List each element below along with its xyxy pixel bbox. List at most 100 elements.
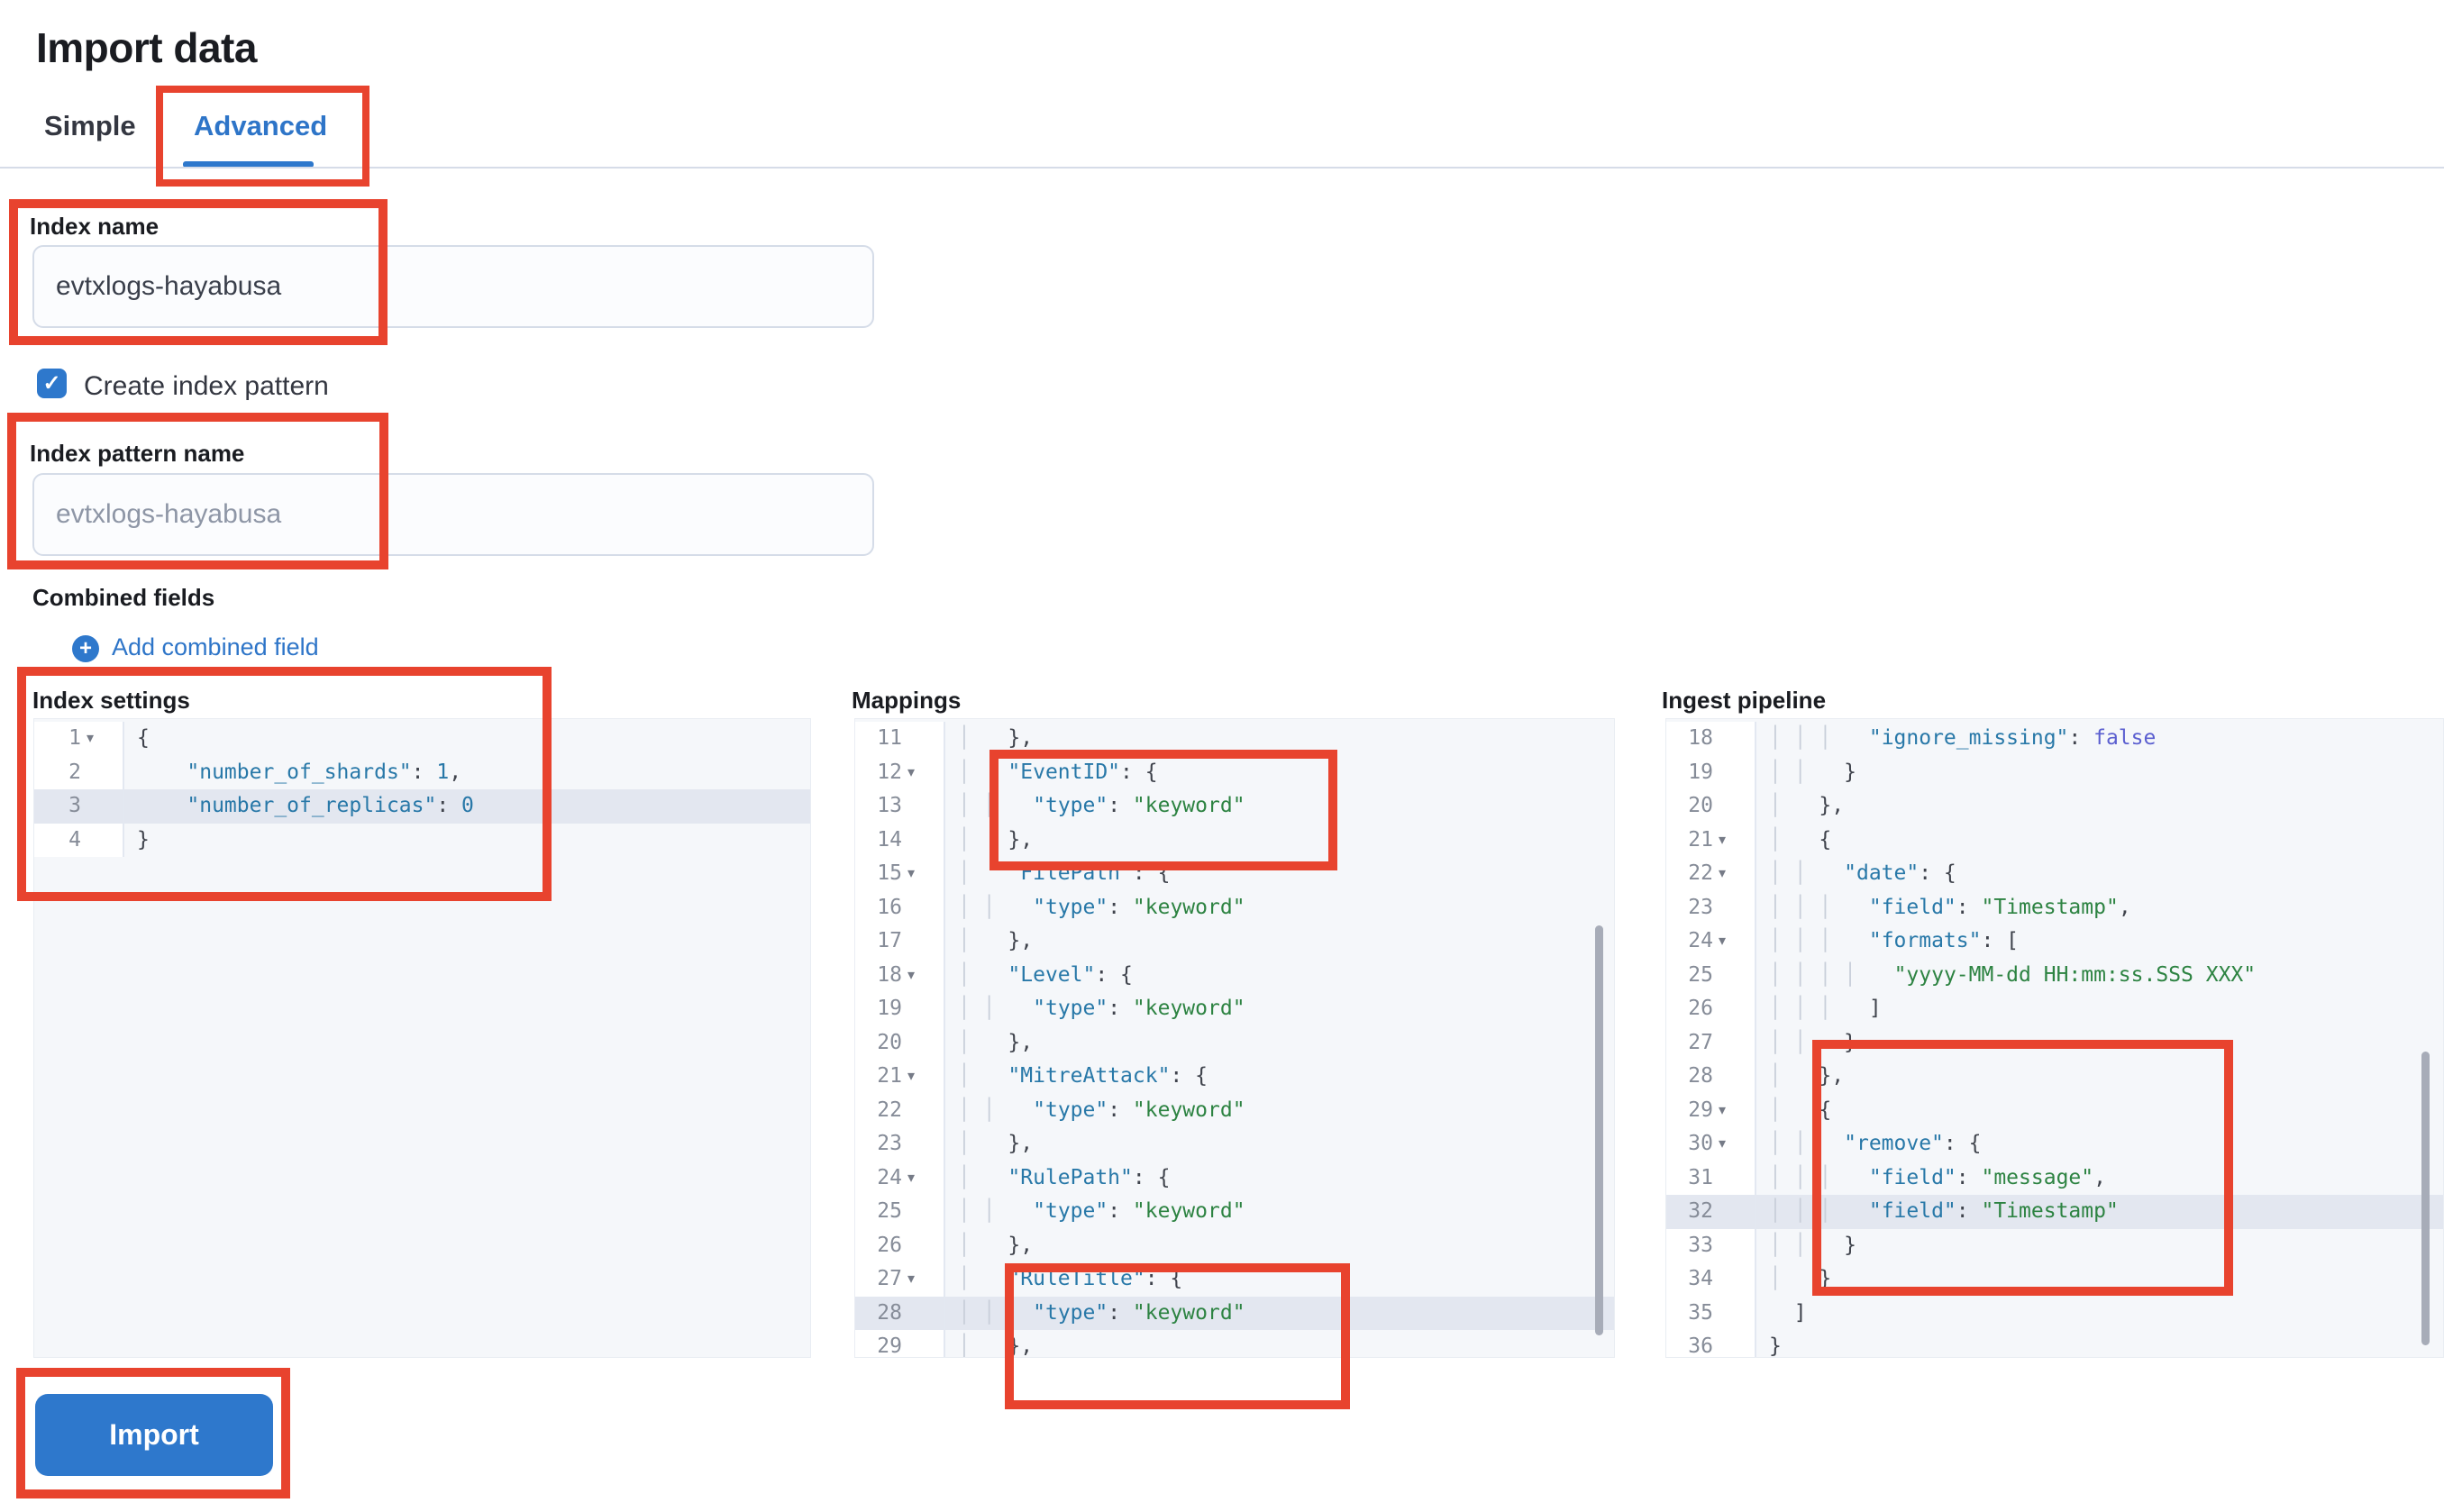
code-line[interactable]: 21 ▾ │ { xyxy=(1666,823,2443,857)
import-button[interactable]: Import xyxy=(35,1394,273,1476)
code-line[interactable]: 25│ │ "type": "keyword" xyxy=(855,1195,1614,1229)
tab-advanced[interactable]: Advanced xyxy=(194,110,328,141)
index-name-input[interactable] xyxy=(32,245,874,328)
fold-chevron-down-icon[interactable]: ▾ xyxy=(1719,866,1727,881)
code-line[interactable]: 11│ }, xyxy=(855,722,1614,756)
tab-simple[interactable]: Simple xyxy=(44,110,136,141)
code-line[interactable]: 17│ }, xyxy=(855,925,1614,959)
index-settings-editor[interactable]: 1▾{2 "number_of_shards": 1,3 "number_of_… xyxy=(33,718,811,1358)
line-number-gutter: 15▾ xyxy=(855,857,945,891)
fold-chevron-down-icon[interactable]: ▾ xyxy=(907,967,916,983)
ingest-pipeline-scrollbar[interactable] xyxy=(2421,1052,2430,1345)
line-number-gutter: 33 xyxy=(1666,1228,1756,1262)
code-text: │ │ } xyxy=(1769,760,1856,784)
code-line[interactable]: 28│ │ "type": "keyword" xyxy=(855,1296,1614,1330)
code-text: │ │ │ │ "yyyy-MM-dd HH:mm:ss.SSS XXX" xyxy=(1769,962,2257,987)
code-text: │ │ "type": "keyword" xyxy=(958,997,1245,1020)
code-line[interactable]: 1▾{ xyxy=(34,722,810,756)
code-line[interactable]: 13│ │ "type": "keyword" xyxy=(855,789,1614,824)
code-line[interactable]: 22│ │ "type": "keyword" xyxy=(855,1093,1614,1127)
fold-chevron-down-icon[interactable]: ▾ xyxy=(907,1069,916,1084)
code-line[interactable]: 28│ }, xyxy=(1666,1060,2443,1094)
line-number-gutter: 29 xyxy=(855,1330,945,1357)
create-index-pattern-checkbox[interactable]: ✓ xyxy=(37,369,67,398)
fold-chevron-down-icon[interactable]: ▾ xyxy=(907,1271,916,1287)
code-line[interactable]: 20│ }, xyxy=(855,1025,1614,1060)
fold-chevron-down-icon[interactable]: ▾ xyxy=(907,866,916,881)
line-number-gutter: 24 ▾ xyxy=(855,1161,945,1195)
line-number: 27 xyxy=(877,1267,902,1290)
code-line[interactable]: 24▾│ │ │ "formats": [ xyxy=(1666,925,2443,959)
code-text: │ "RulePath": { xyxy=(958,1165,1171,1189)
code-text: "number_of_shards": 1, xyxy=(187,760,462,784)
index-pattern-name-input[interactable] xyxy=(32,473,874,556)
code-text: │ │ │ ] xyxy=(1769,997,1882,1020)
line-number-gutter: 25 xyxy=(1666,958,1756,992)
code-line[interactable]: 34│ } xyxy=(1666,1262,2443,1297)
mappings-editor[interactable]: 11│ },12▾│ "EventID": {13│ │ "type": "ke… xyxy=(854,718,1615,1358)
code-line[interactable]: 23│ │ │ "field": "Timestamp", xyxy=(1666,890,2443,925)
code-line[interactable]: 12▾│ "EventID": { xyxy=(855,755,1614,789)
line-number: 21 xyxy=(877,1064,902,1088)
code-line[interactable]: 25 │ │ │ │ "yyyy-MM-dd HH:mm:ss.SSS XXX" xyxy=(1666,958,2443,992)
code-line[interactable]: 2 "number_of_shards": 1, xyxy=(34,755,810,789)
code-text: │ { xyxy=(1769,827,1832,852)
line-number: 24 xyxy=(877,1165,902,1189)
code-line[interactable]: 33│ │ } xyxy=(1666,1228,2443,1262)
code-text: │ }, xyxy=(958,827,1034,852)
code-line[interactable]: 21▾│ "MitreAttack": { xyxy=(855,1060,1614,1094)
code-line[interactable]: 26│ }, xyxy=(855,1228,1614,1262)
fold-chevron-down-icon[interactable]: ▾ xyxy=(907,764,916,780)
plus-circle-icon[interactable]: + xyxy=(72,635,99,662)
code-line[interactable]: 15▾│ "FilePath": { xyxy=(855,857,1614,891)
line-number: 2 xyxy=(68,760,81,784)
code-text: │ │ │ "field": "Timestamp", xyxy=(1769,895,2131,919)
code-line[interactable]: 18▾│ "Level": { xyxy=(855,958,1614,992)
code-line[interactable]: 35 ] xyxy=(1666,1296,2443,1330)
code-line[interactable]: 16│ │ "type": "keyword" xyxy=(855,890,1614,925)
combined-fields-heading: Combined fields xyxy=(32,584,215,611)
code-line[interactable]: 29│ }, xyxy=(855,1330,1614,1357)
fold-chevron-down-icon[interactable]: ▾ xyxy=(1719,832,1727,848)
line-number: 22 xyxy=(877,1098,902,1122)
code-line[interactable]: 18│ │ │ "ignore_missing": false xyxy=(1666,722,2443,756)
code-line[interactable]: 19│ │ "type": "keyword" xyxy=(855,992,1614,1026)
code-line[interactable]: 19 │ │ } xyxy=(1666,755,2443,789)
code-line[interactable]: 22▾│ │ "date": { xyxy=(1666,857,2443,891)
code-line[interactable]: 24 ▾ │ "RulePath": { xyxy=(855,1161,1614,1195)
code-line[interactable]: 3 "number_of_replicas": 0 xyxy=(34,789,810,824)
fold-chevron-down-icon[interactable]: ▾ xyxy=(87,731,95,746)
code-line[interactable]: 27│ │ } xyxy=(1666,1025,2443,1060)
line-number-gutter: 29▾ xyxy=(1666,1093,1756,1127)
code-text: │ }, xyxy=(958,726,1034,750)
mappings-scrollbar[interactable] xyxy=(1595,925,1603,1335)
line-number: 14 xyxy=(877,827,902,852)
add-combined-field-link[interactable]: Add combined field xyxy=(112,633,319,660)
code-line[interactable]: 26│ │ │ ] xyxy=(1666,992,2443,1026)
fold-chevron-down-icon[interactable]: ▾ xyxy=(907,1170,916,1186)
line-number: 25 xyxy=(1688,962,1713,987)
code-line[interactable]: 31│ │ │ "field": "message", xyxy=(1666,1161,2443,1195)
code-line[interactable]: 36} xyxy=(1666,1330,2443,1357)
line-number: 21 xyxy=(1688,827,1713,852)
fold-chevron-down-icon[interactable]: ▾ xyxy=(1719,1136,1727,1152)
line-number-gutter: 20 xyxy=(1666,789,1756,824)
code-line[interactable]: 20│ }, xyxy=(1666,789,2443,824)
code-text: │ }, xyxy=(958,1030,1034,1054)
line-number: 28 xyxy=(1688,1064,1713,1088)
code-line[interactable]: 29▾│ { xyxy=(1666,1093,2443,1127)
line-number-gutter: 34 xyxy=(1666,1262,1756,1297)
fold-chevron-down-icon[interactable]: ▾ xyxy=(1719,1102,1727,1118)
code-line[interactable]: 27▾│ "RuleTitle": { xyxy=(855,1262,1614,1297)
code-line[interactable]: 32│ │ │ "field": "Timestamp" xyxy=(1666,1195,2443,1229)
code-line[interactable]: 4} xyxy=(34,823,810,857)
code-text: │ │ │ "ignore_missing": false xyxy=(1769,726,2157,750)
code-line[interactable]: 30▾│ │ "remove": { xyxy=(1666,1127,2443,1161)
fold-chevron-down-icon[interactable]: ▾ xyxy=(1719,934,1727,949)
line-number: 32 xyxy=(1688,1199,1713,1223)
line-number-gutter: 19 xyxy=(1666,755,1756,789)
code-line[interactable]: 23│ }, xyxy=(855,1127,1614,1161)
line-number: 18 xyxy=(877,962,902,987)
code-line[interactable]: 14 │ }, xyxy=(855,823,1614,857)
